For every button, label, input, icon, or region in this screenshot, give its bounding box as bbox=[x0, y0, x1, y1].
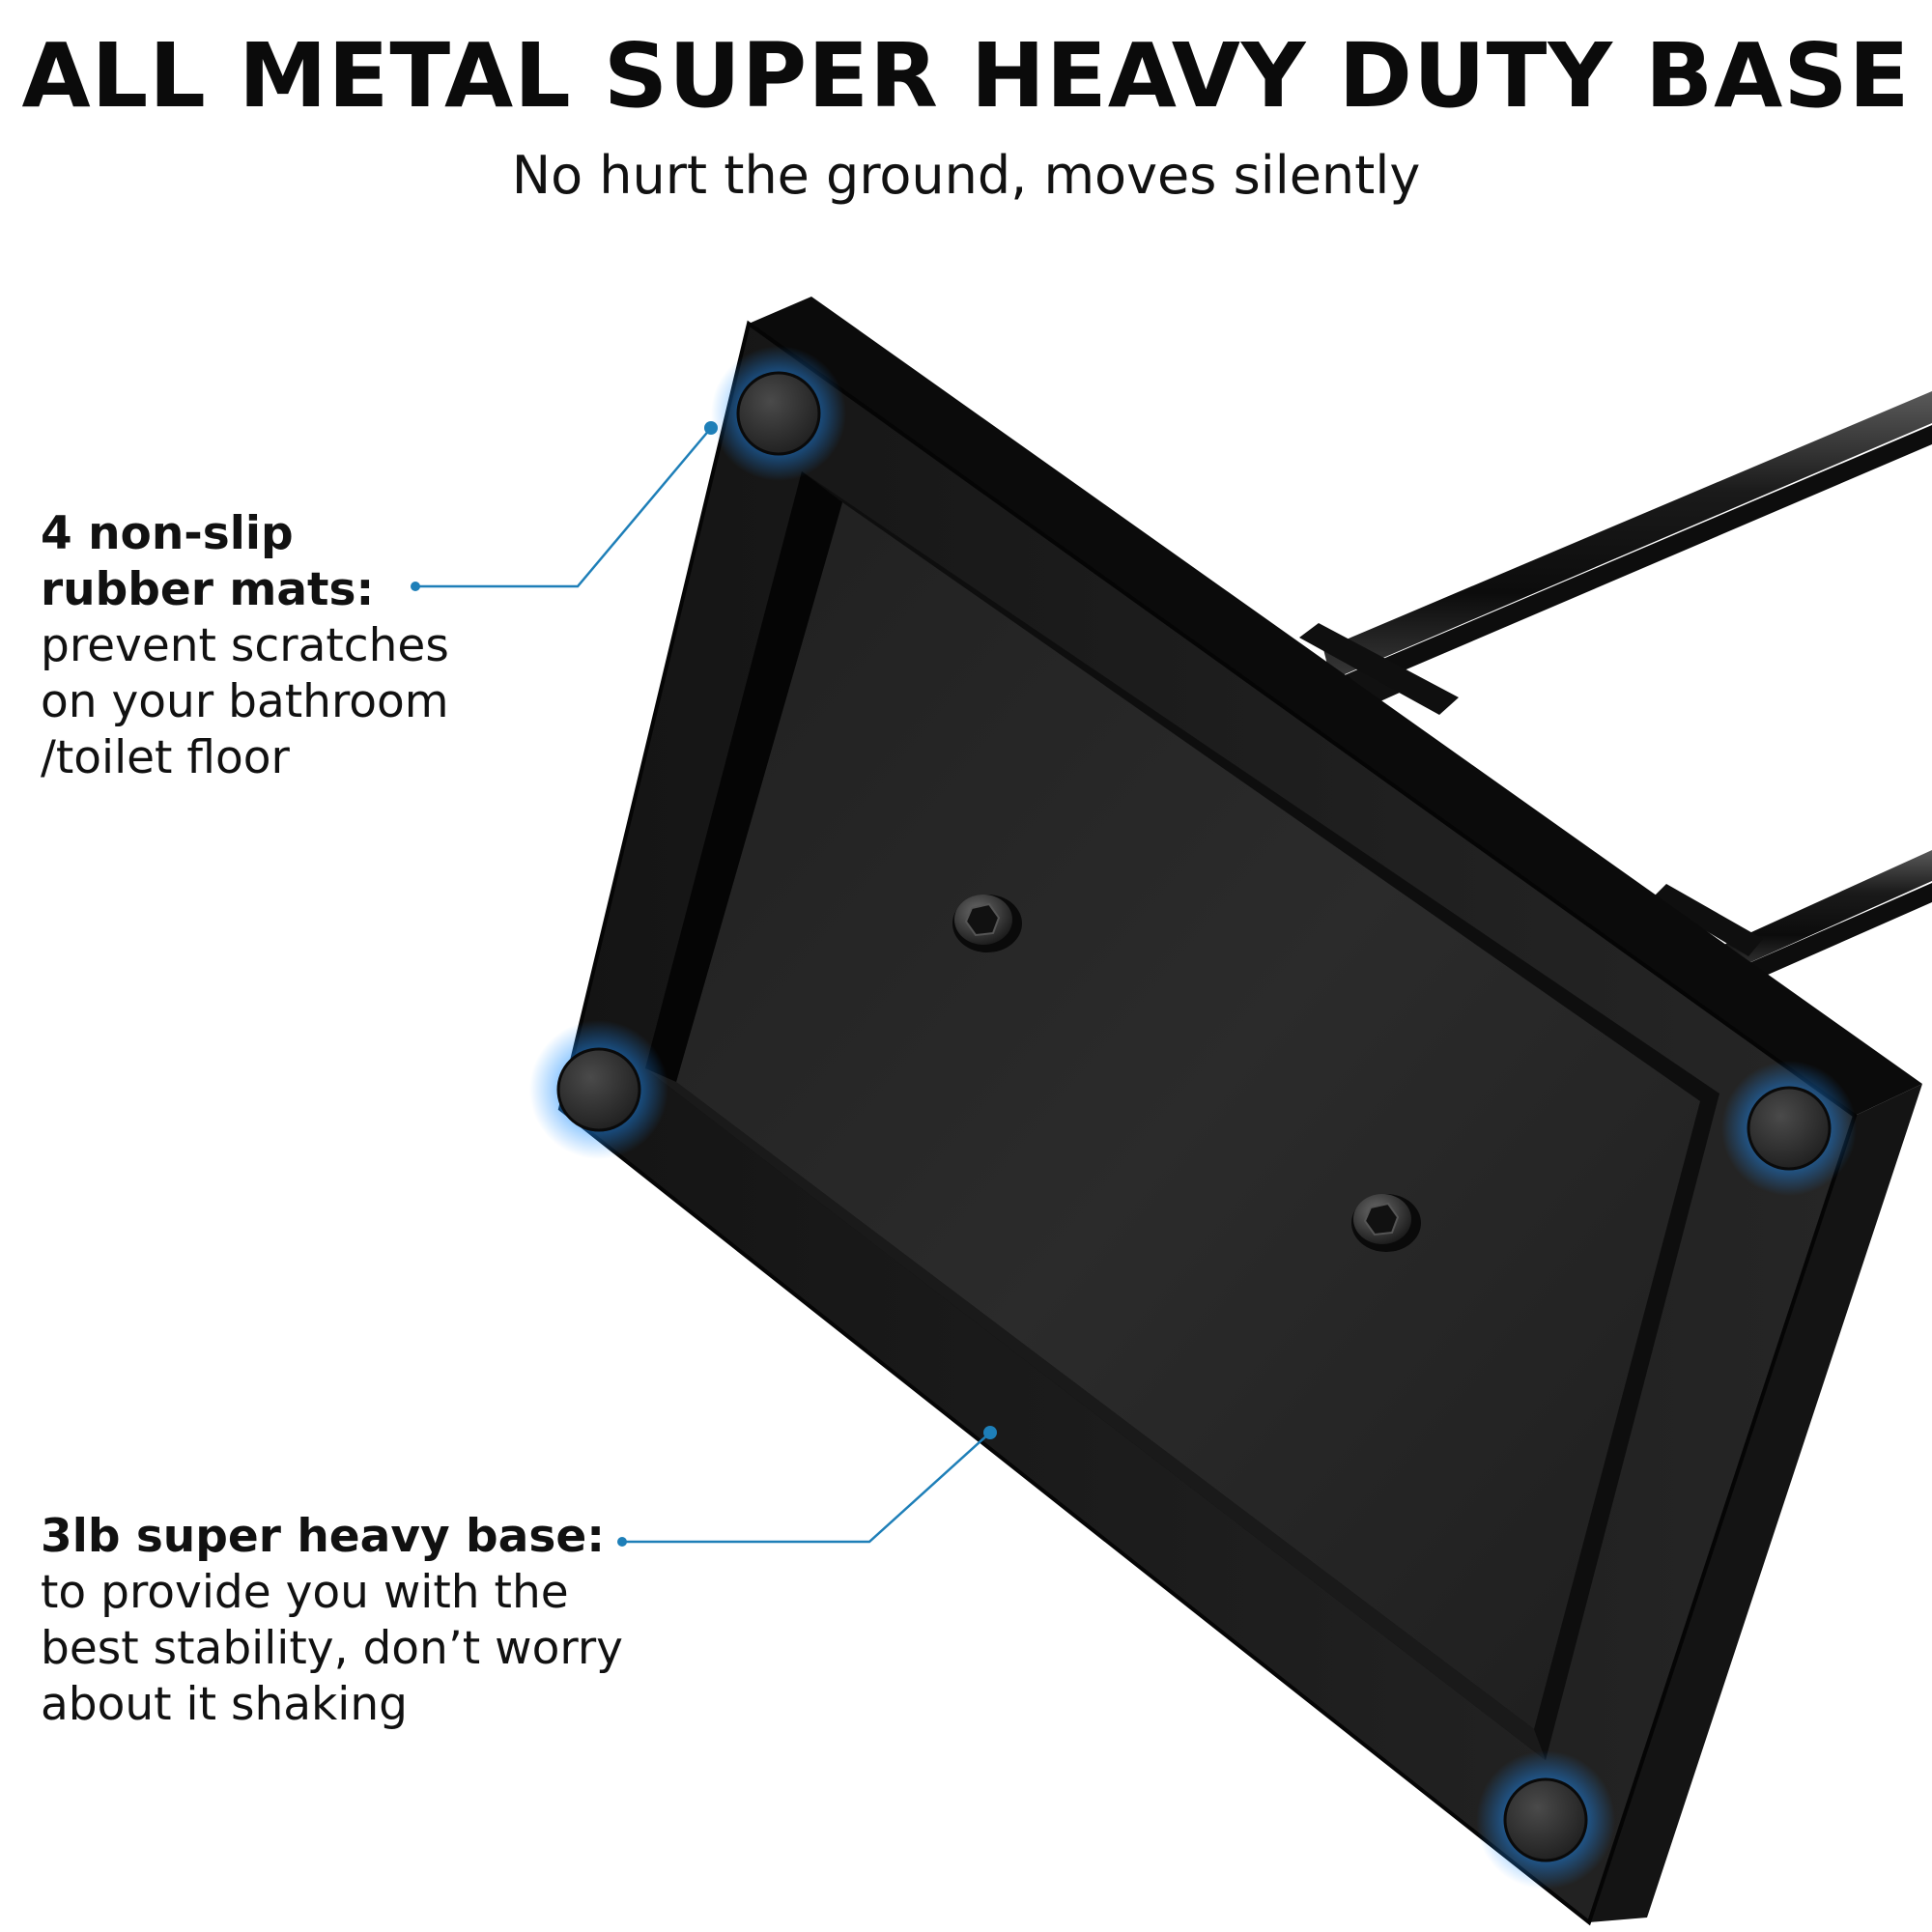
leader-line-base bbox=[617, 1426, 997, 1547]
callout-heavy-base-title: 3lb super heavy base: bbox=[41, 1510, 606, 1563]
rubber-pad-2 bbox=[529, 1020, 668, 1159]
rubber-pad-1 bbox=[711, 346, 846, 481]
callout-rubber-mats-body-line-2: on your bathroom bbox=[41, 675, 449, 728]
callout-rubber-mats-title-line-2: rubber mats: bbox=[41, 563, 375, 616]
support-rods bbox=[1299, 391, 1932, 989]
bolt-1 bbox=[952, 895, 1022, 952]
callout-rubber-mats-body-line-3: /toilet floor bbox=[41, 731, 290, 784]
callout-heavy-base-body-line-2: best stability, don’t worry bbox=[41, 1622, 623, 1675]
headline: ALL METAL SUPER HEAVY DUTY BASE bbox=[21, 24, 1911, 128]
rubber-pad-4 bbox=[1476, 1750, 1615, 1889]
leader-line-mats bbox=[411, 421, 718, 591]
rubber-pad-3 bbox=[1721, 1061, 1857, 1196]
callout-heavy-base: 3lb super heavy base: to provide you wit… bbox=[41, 1509, 659, 1733]
callout-rubber-mats-body-line-1: prevent scratches bbox=[41, 619, 449, 672]
callout-heavy-base-body-line-1: to provide you with the bbox=[41, 1566, 569, 1619]
callout-heavy-base-body-line-3: about it shaking bbox=[41, 1678, 408, 1731]
callout-rubber-mats: 4 non-slip rubber mats: prevent scratche… bbox=[41, 506, 495, 786]
callout-rubber-mats-title-line-1: 4 non-slip bbox=[41, 507, 294, 560]
subheadline: No hurt the ground, moves silently bbox=[511, 145, 1421, 206]
bolt-2 bbox=[1351, 1194, 1421, 1252]
base-plate bbox=[557, 297, 1922, 1926]
